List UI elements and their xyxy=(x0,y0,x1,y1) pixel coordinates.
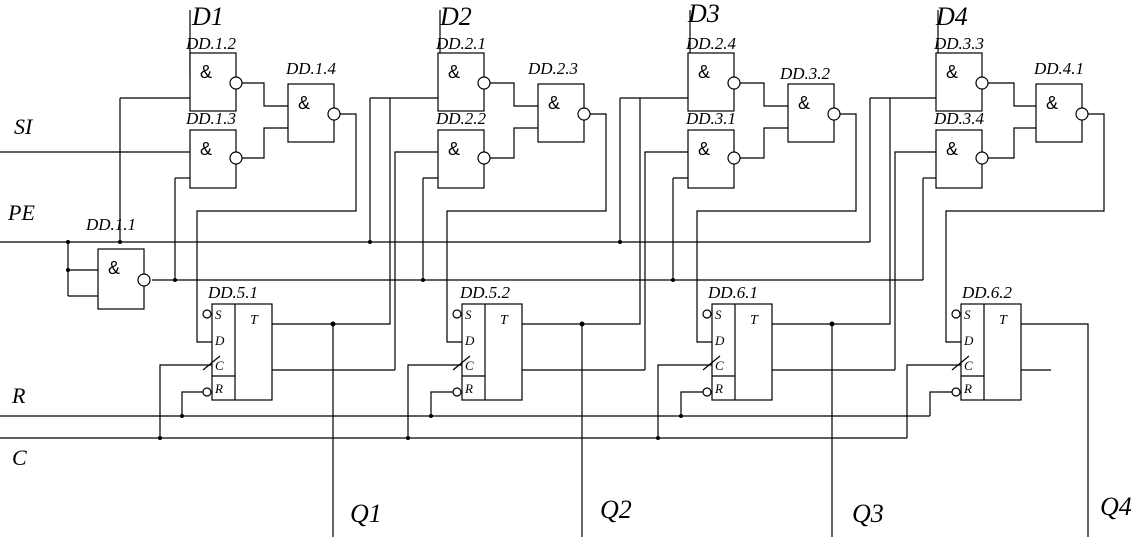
gate-label: DD.4.1 xyxy=(1033,59,1084,78)
and-symbol: & xyxy=(1046,93,1058,113)
gate-label: DD.2.4 xyxy=(685,34,737,53)
and-symbol: & xyxy=(298,93,310,113)
trigger-symbol: T xyxy=(500,313,509,328)
gate-label: DD.3.2 xyxy=(779,64,831,83)
pin-r: R xyxy=(963,381,972,396)
output-label-q1: Q1 xyxy=(350,499,382,528)
output-label-q2: Q2 xyxy=(600,495,632,524)
gate-label: DD.5.2 xyxy=(459,283,511,302)
pin-r: R xyxy=(464,381,473,396)
input-label-d3: D3 xyxy=(687,0,720,28)
trigger-symbol: T xyxy=(750,313,759,328)
gate-label: DD.6.1 xyxy=(707,283,758,302)
stage-4: & & & S D C R T DD.3.3 DD.3.4 DD.4.1 DD.… xyxy=(802,2,1132,537)
pin-s: S xyxy=(215,307,222,322)
stage-1: & & & S D C R T DD.1.2 DD.1.3 DD.1.4 DD.… xyxy=(118,2,391,537)
gate-label: DD.3.1 xyxy=(685,109,736,128)
pin-c: C xyxy=(215,358,224,373)
pin-s: S xyxy=(715,307,722,322)
input-label-d1: D1 xyxy=(191,2,224,31)
pin-d: D xyxy=(714,333,725,348)
pin-s: S xyxy=(964,307,971,322)
and-symbol: & xyxy=(548,93,560,113)
and-symbol: & xyxy=(448,62,460,82)
pin-d: D xyxy=(214,333,225,348)
and-symbol: & xyxy=(448,139,460,159)
and-symbol: & xyxy=(200,139,212,159)
and-symbol: & xyxy=(946,139,958,159)
gate-label: DD.1.2 xyxy=(185,34,237,53)
gate-label: DD.1.4 xyxy=(285,59,337,78)
trigger-symbol: T xyxy=(999,313,1008,328)
pin-c: C xyxy=(715,358,724,373)
stage-2: & & & S D C R T DD.2.1 DD.2.2 DD.2.3 DD.… xyxy=(302,2,641,537)
input-label-si: SI xyxy=(14,114,34,139)
and-symbol: & xyxy=(698,139,710,159)
pin-c: C xyxy=(964,358,973,373)
output-label-q3: Q3 xyxy=(852,499,884,528)
pin-s: S xyxy=(465,307,472,322)
and-symbol: & xyxy=(946,62,958,82)
pin-r: R xyxy=(714,381,723,396)
output-label-q4: Q4 xyxy=(1100,492,1132,521)
gate-label: DD.1.1 xyxy=(85,215,136,234)
input-label-c: C xyxy=(12,445,27,470)
pin-d: D xyxy=(464,333,475,348)
input-label-d4: D4 xyxy=(935,2,968,31)
input-label-r: R xyxy=(11,383,26,408)
gate-label: DD.6.2 xyxy=(961,283,1013,302)
gate-label: DD.3.3 xyxy=(933,34,984,53)
pin-c: C xyxy=(465,358,474,373)
gate-label: DD.2.1 xyxy=(435,34,486,53)
gate-label: DD.5.1 xyxy=(207,283,258,302)
and-symbol: & xyxy=(200,62,212,82)
and-symbol: & xyxy=(698,62,710,82)
input-label-d2: D2 xyxy=(439,2,472,31)
and-symbol: & xyxy=(798,93,810,113)
and-symbol: & xyxy=(108,258,120,278)
gate-label: DD.2.3 xyxy=(527,59,578,78)
pin-r: R xyxy=(214,381,223,396)
pe-inverter-gate: & DD.1.1 xyxy=(66,215,151,310)
trigger-symbol: T xyxy=(250,313,259,328)
stage-3: & & & S D C R T DD.2.4 DD.3.1 DD.3.2 DD.… xyxy=(552,0,891,537)
input-label-pe: PE xyxy=(7,200,35,225)
gate-label: DD.2.2 xyxy=(435,109,487,128)
pin-d: D xyxy=(963,333,974,348)
gate-label: DD.3.4 xyxy=(933,109,985,128)
gate-label: DD.1.3 xyxy=(185,109,236,128)
